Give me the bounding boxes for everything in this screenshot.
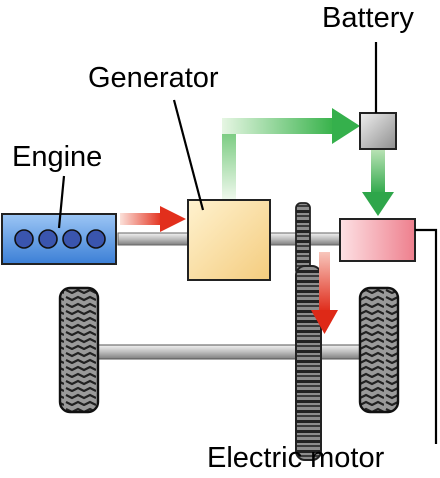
generator-leader-line <box>172 99 205 211</box>
generator-icon <box>187 199 271 281</box>
electric-motor-label: Electric motor <box>207 442 385 474</box>
arrow-icon <box>362 192 394 216</box>
generator-label: Generator <box>88 62 219 94</box>
battery-icon <box>359 112 397 150</box>
engine-label: Engine <box>12 141 103 173</box>
motor-leader-line <box>415 228 438 444</box>
axle <box>95 344 363 360</box>
arrow-icon <box>311 310 338 334</box>
engine-to-generator-arrow <box>120 206 186 232</box>
generator-to-battery-arrow <box>222 108 360 199</box>
electric-motor-icon <box>339 218 416 262</box>
gear-icon <box>295 265 322 461</box>
engine-icon <box>1 213 117 265</box>
battery-label: Battery <box>322 2 414 34</box>
arrow-icon <box>332 108 360 144</box>
engine-leader-line <box>57 175 66 229</box>
engine-generator-shaft <box>117 232 191 246</box>
battery-to-motor-arrow <box>362 150 394 216</box>
wheel-icon <box>58 286 100 414</box>
wheel-icon <box>358 286 400 414</box>
gear-icon <box>295 202 311 276</box>
motor-to-axle-arrow <box>311 252 338 334</box>
arrow-icon <box>160 206 186 232</box>
